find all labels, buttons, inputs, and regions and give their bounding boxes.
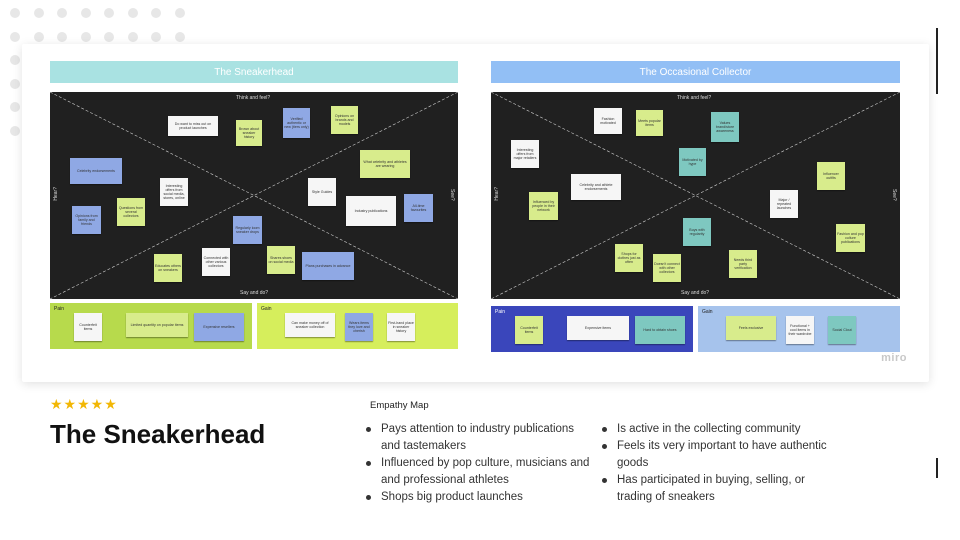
collector-map-title: The Occasional Collector: [491, 61, 900, 83]
sticky-note[interactable]: Verified authentic or new (tiers only): [283, 108, 310, 138]
pain-label: Pain: [54, 306, 65, 312]
persona-title: The Sneakerhead: [50, 419, 266, 449]
say-do-label: Say and do?: [240, 290, 269, 296]
dot: [104, 8, 114, 18]
dot: [10, 31, 20, 42]
dot: [10, 102, 20, 112]
sticky-note[interactable]: Celebrity and athlete endorsements: [571, 174, 621, 200]
bullet-item: Has participated in buying, selling, or …: [602, 472, 827, 506]
dot: [80, 31, 91, 42]
hear-label: Hear?: [494, 187, 500, 201]
bullet-list-left: Pays attention to industry publications …: [366, 421, 596, 506]
bullet-item: Feels its very important to have authent…: [602, 438, 827, 472]
rating-stars: ★★★★★: [50, 396, 118, 412]
bullet-item: Influenced by pop culture, musicians and…: [366, 455, 596, 489]
sticky-note[interactable]: Needs third party verification: [729, 250, 757, 278]
sticky-note[interactable]: Shops for clothes just as often: [615, 244, 643, 272]
gain-label: Gain: [702, 309, 713, 315]
sticky-note[interactable]: Functional + cool items in their wardrob…: [786, 316, 814, 344]
sticky-note[interactable]: Motivated by hype: [679, 148, 706, 176]
sticky-note[interactable]: Influencer outfits: [817, 162, 845, 190]
dot: [10, 78, 20, 89]
hear-label: Hear?: [53, 187, 59, 201]
think-feel-label: Think and feel?: [236, 95, 271, 101]
miro-watermark: miro: [881, 352, 907, 364]
say-do-label: Say and do?: [681, 290, 710, 296]
dot: [33, 31, 44, 42]
sticky-note[interactable]: Questions from several collectors: [117, 198, 145, 226]
sticky-note[interactable]: Doesn't connect with other collectors: [653, 254, 681, 282]
sticky-note[interactable]: Values brand/store awareness: [711, 112, 739, 142]
see-label: See?: [891, 189, 897, 201]
sticky-note[interactable]: Educates others on sneakers: [154, 254, 182, 282]
see-label: See?: [449, 189, 455, 201]
sticky-note[interactable]: Hard to obtain shoes: [635, 316, 685, 344]
sticky-note[interactable]: Opinions from family and friends: [72, 206, 101, 234]
dot: [151, 8, 161, 18]
sticky-note[interactable]: Shares shoes on social media: [267, 246, 295, 274]
sticky-note[interactable]: Can make money off of sneaker collection: [285, 313, 335, 337]
sticky-note[interactable]: Major / repeated launches: [770, 190, 798, 218]
sneakerhead-empathy-panel: Think and feel? Say and do? Hear? See? D…: [50, 92, 458, 299]
sticky-note[interactable]: All-time favourites: [404, 194, 433, 222]
dot: [104, 31, 114, 42]
sticky-note[interactable]: First-hand place in sneaker history: [387, 313, 415, 341]
bullet-item: Shops big product launches: [366, 489, 596, 506]
dot: [151, 31, 161, 42]
sticky-note[interactable]: Influenced by people in their network: [529, 192, 558, 220]
sticky-note[interactable]: Fashion and pop culture publications: [836, 224, 865, 252]
sticky-note[interactable]: Social Clout: [828, 316, 856, 344]
dot: [57, 31, 67, 42]
dot: [10, 55, 20, 65]
dot: [127, 8, 138, 18]
sticky-note[interactable]: Fashion motivated: [594, 108, 622, 134]
sticky-note[interactable]: Industry publications: [346, 196, 396, 226]
sticky-note[interactable]: Limited quantity on popular items: [126, 313, 188, 337]
dot: [174, 8, 185, 18]
dot: [10, 125, 20, 136]
edge-marker: [936, 28, 938, 94]
sneakerhead-map-title: The Sneakerhead: [50, 61, 458, 83]
empathy-map-label: Empathy Map: [370, 400, 429, 411]
dot: [174, 31, 185, 42]
sticky-note[interactable]: Opinions on brands and models: [331, 106, 358, 134]
sticky-note[interactable]: Counterfeit items: [74, 313, 102, 341]
sticky-note[interactable]: Brown about sneaker history: [236, 120, 262, 146]
dot: [57, 8, 67, 18]
sticky-note[interactable]: Interesting offers from social media, st…: [160, 178, 188, 206]
miro-board-screenshot: The Sneakerhead Think and feel? Say and …: [22, 44, 929, 382]
sticky-note[interactable]: Interesting offers from major retailers: [511, 140, 539, 168]
sticky-note[interactable]: Feels exclusive: [726, 316, 776, 340]
sticky-note[interactable]: Expensive resellers: [194, 313, 244, 341]
dot: [127, 31, 138, 42]
dot: [10, 8, 20, 18]
sticky-note[interactable]: Wears items they love and cherish: [345, 313, 373, 341]
dot: [80, 8, 91, 18]
collector-empathy-panel: Think and feel? Say and do? Hear? See? F…: [491, 92, 900, 299]
sticky-note[interactable]: Celebrity endorsements: [70, 158, 122, 184]
sticky-note[interactable]: Style Guides: [308, 178, 336, 206]
dot: [33, 8, 44, 18]
sticky-note[interactable]: Plans purchases in advance: [302, 252, 354, 280]
sticky-note[interactable]: Regularly loom sneaker drops: [233, 216, 262, 244]
sticky-note[interactable]: Buys with regularity: [683, 218, 711, 246]
sticky-note[interactable]: Counterfeit items: [515, 316, 543, 344]
gain-label: Gain: [261, 306, 272, 312]
think-feel-label: Think and feel?: [677, 95, 712, 101]
sticky-note[interactable]: Meets popular items: [636, 110, 663, 136]
bullet-item: Is active in the collecting community: [602, 421, 827, 438]
pain-label: Pain: [495, 309, 506, 315]
bullet-item: Pays attention to industry publications …: [366, 421, 596, 455]
sticky-note[interactable]: Do want to miss out on product launches: [168, 116, 218, 136]
sticky-note[interactable]: What celebrity and athletes are wearing: [360, 150, 410, 178]
edge-marker: [936, 458, 938, 478]
sticky-note[interactable]: Connected with other various collectors: [202, 248, 230, 276]
sticky-note[interactable]: Expensive items: [567, 316, 629, 340]
